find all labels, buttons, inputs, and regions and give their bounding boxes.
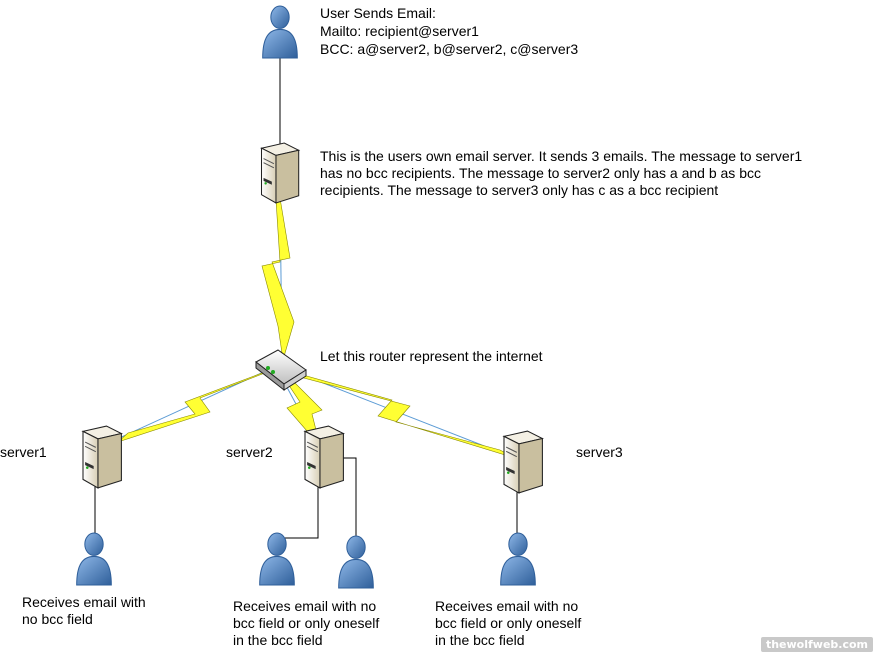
server2-label: server2	[226, 444, 273, 460]
wan-link-router-server3	[294, 371, 516, 459]
server1-recipient-icon	[76, 532, 112, 586]
server3-recipient-icon	[500, 532, 536, 586]
sender-mailto: Mailto: recipient@server1	[320, 23, 479, 39]
server1-recipient-note: Receives email with no bcc field	[22, 594, 146, 627]
server3-recipient-note: Receives email with no bcc field or only…	[435, 598, 582, 648]
router-note: Let this router represent the internet	[320, 348, 543, 364]
server2-recipient-b-icon	[338, 535, 374, 589]
own-server-note: This is the users own email server. It s…	[320, 148, 803, 198]
server3-icon	[503, 430, 543, 494]
server3-label: server3	[576, 444, 623, 460]
server2-user-line-b	[343, 457, 357, 540]
server1-label: server1	[0, 444, 47, 460]
sender-user-icon	[262, 5, 298, 59]
server1-icon	[82, 425, 122, 489]
sender-bcc: BCC: a@server2, b@server2, c@server3	[320, 41, 579, 57]
sender-heading: User Sends Email:	[320, 5, 436, 21]
router-icon	[255, 349, 307, 392]
wan-link-router-server1	[114, 369, 271, 443]
server2-user-line-a	[278, 485, 319, 539]
wan-link-own-server-router	[261, 194, 295, 361]
server2-recipient-note: Receives email with no bcc field or only…	[233, 598, 380, 648]
server2-icon	[304, 425, 344, 489]
own-email-server-icon	[260, 142, 300, 204]
server2-recipient-a-icon	[259, 532, 295, 586]
watermark: thewolfweb.com	[760, 637, 873, 652]
